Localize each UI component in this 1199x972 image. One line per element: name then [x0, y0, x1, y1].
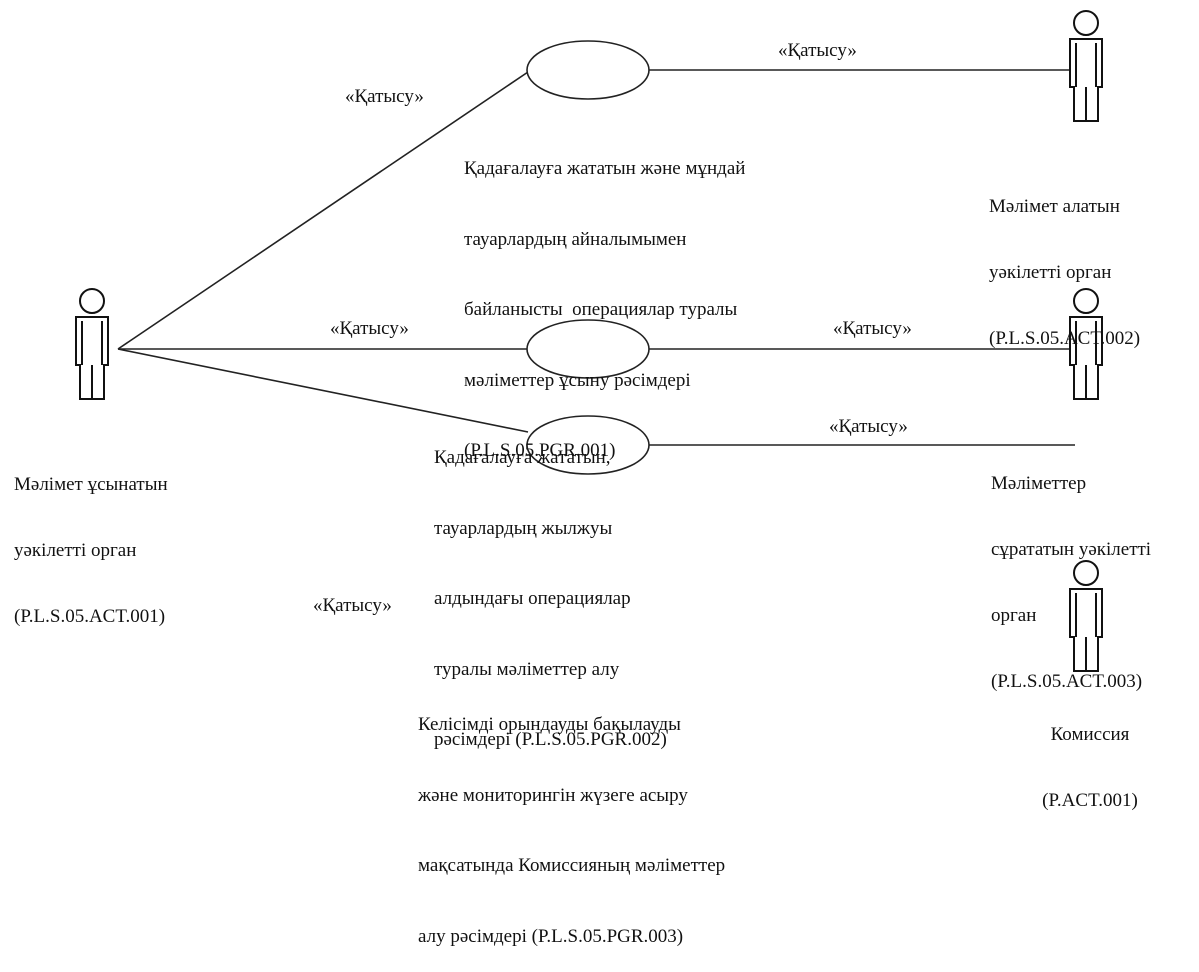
use-case-line: (P.L.S.05.PGR.001) — [464, 440, 616, 461]
use-case-line: мақсатында Комиссияның мәліметтер — [418, 855, 726, 876]
actor-caption-line: орган — [991, 605, 1037, 626]
actor-caption-line: (P.L.S.05.ACT.003) — [991, 671, 1143, 692]
actor-caption-line: (P.ACT.001) — [1042, 790, 1138, 811]
use-case-line: Қадағалауға жататын, — [434, 447, 611, 468]
association-act001-pgr003 — [117, 348, 529, 433]
use-case-line: тауарлардың жылжуы — [434, 517, 613, 539]
actor-caption-line: Комиссия — [1050, 724, 1130, 745]
use-case-line: алу рәсімдері (P.L.S.05.PGR.003) — [418, 925, 684, 947]
use-case-line: рәсімдері (P.L.S.05.PGR.002) — [434, 729, 667, 750]
use-case-line: туралы мәліметтер алу — [434, 658, 620, 680]
stereotype-label-pgr002-act003: «Қатысу» — [833, 318, 912, 339]
actor-caption-commission: Комиссия (P.ACT.001) — [1030, 680, 1150, 834]
stereotype-label-act001-pgr002: «Қатысу» — [330, 318, 409, 339]
actor-caption-line: уәкілетті орган — [989, 262, 1112, 283]
use-case-line: мәліметтер ұсыну рәсімдері — [464, 369, 691, 391]
association-act001-pgr001 — [117, 71, 529, 350]
use-case-line: Келісімді орындауды бақылауды — [418, 714, 681, 735]
actor-caption-line: Мәліметтер — [991, 473, 1087, 494]
use-case-text-pgr002: Қадағалауға жататын, тауарлардың жылжуы … — [434, 399, 667, 775]
use-case-line: және мониторингін жүзеге асыру — [418, 784, 688, 806]
use-case-text-pgr003: Келісімді орындауды бақылауды және монит… — [418, 666, 725, 972]
actor-caption-act001: Мәлімет ұсынатын уәкілетті орган (P.L.S.… — [14, 430, 168, 650]
stereotype-label-act001-pgr003: «Қатысу» — [313, 595, 392, 616]
actor-caption-line: уәкілетті орган — [14, 540, 137, 561]
actor-caption-line: сұрататын уәкілетті — [991, 539, 1152, 560]
use-case-line: тауарлардың айналымымен — [464, 228, 687, 250]
stereotype-label-pgr001-act002: «Қатысу» — [778, 40, 857, 61]
stereotype-label-pgr003-commission: «Қатысу» — [829, 416, 908, 437]
use-case-line: Қадағалауға жататын және мұндай — [464, 158, 746, 179]
actor-icon-commission[interactable] — [1069, 560, 1103, 672]
use-case-ellipse-pgr003[interactable] — [526, 415, 650, 475]
actor-caption-line: (P.L.S.05.ACT.002) — [989, 328, 1141, 349]
actor-icon-act002[interactable] — [1069, 10, 1103, 122]
use-case-diagram — [75, 10, 1103, 672]
use-case-line: байланысты операциялар туралы — [464, 299, 738, 320]
use-case-text-pgr001: Қадағалауға жататын және мұндай тауарлар… — [464, 110, 745, 486]
actor-caption-line: (P.L.S.05.ACT.001) — [14, 606, 166, 627]
actor-caption-line: Мәлімет ұсынатын — [14, 474, 168, 495]
actor-icon-act003[interactable] — [1069, 288, 1103, 400]
actor-icon-act001[interactable] — [75, 288, 109, 400]
use-case-ellipse-pgr001[interactable] — [526, 40, 650, 100]
stereotype-label-act001-pgr001: «Қатысу» — [345, 86, 424, 107]
use-case-line: алдындағы операциялар — [434, 588, 631, 609]
actor-caption-line: Мәлімет алатын — [989, 196, 1120, 217]
actor-caption-act002: Мәлімет алатын уәкілетті орган (P.L.S.05… — [989, 152, 1140, 372]
use-case-ellipse-pgr002[interactable] — [526, 319, 650, 379]
actor-caption-act003: Мәліметтер сұрататын уәкілетті орган (P.… — [991, 429, 1151, 715]
